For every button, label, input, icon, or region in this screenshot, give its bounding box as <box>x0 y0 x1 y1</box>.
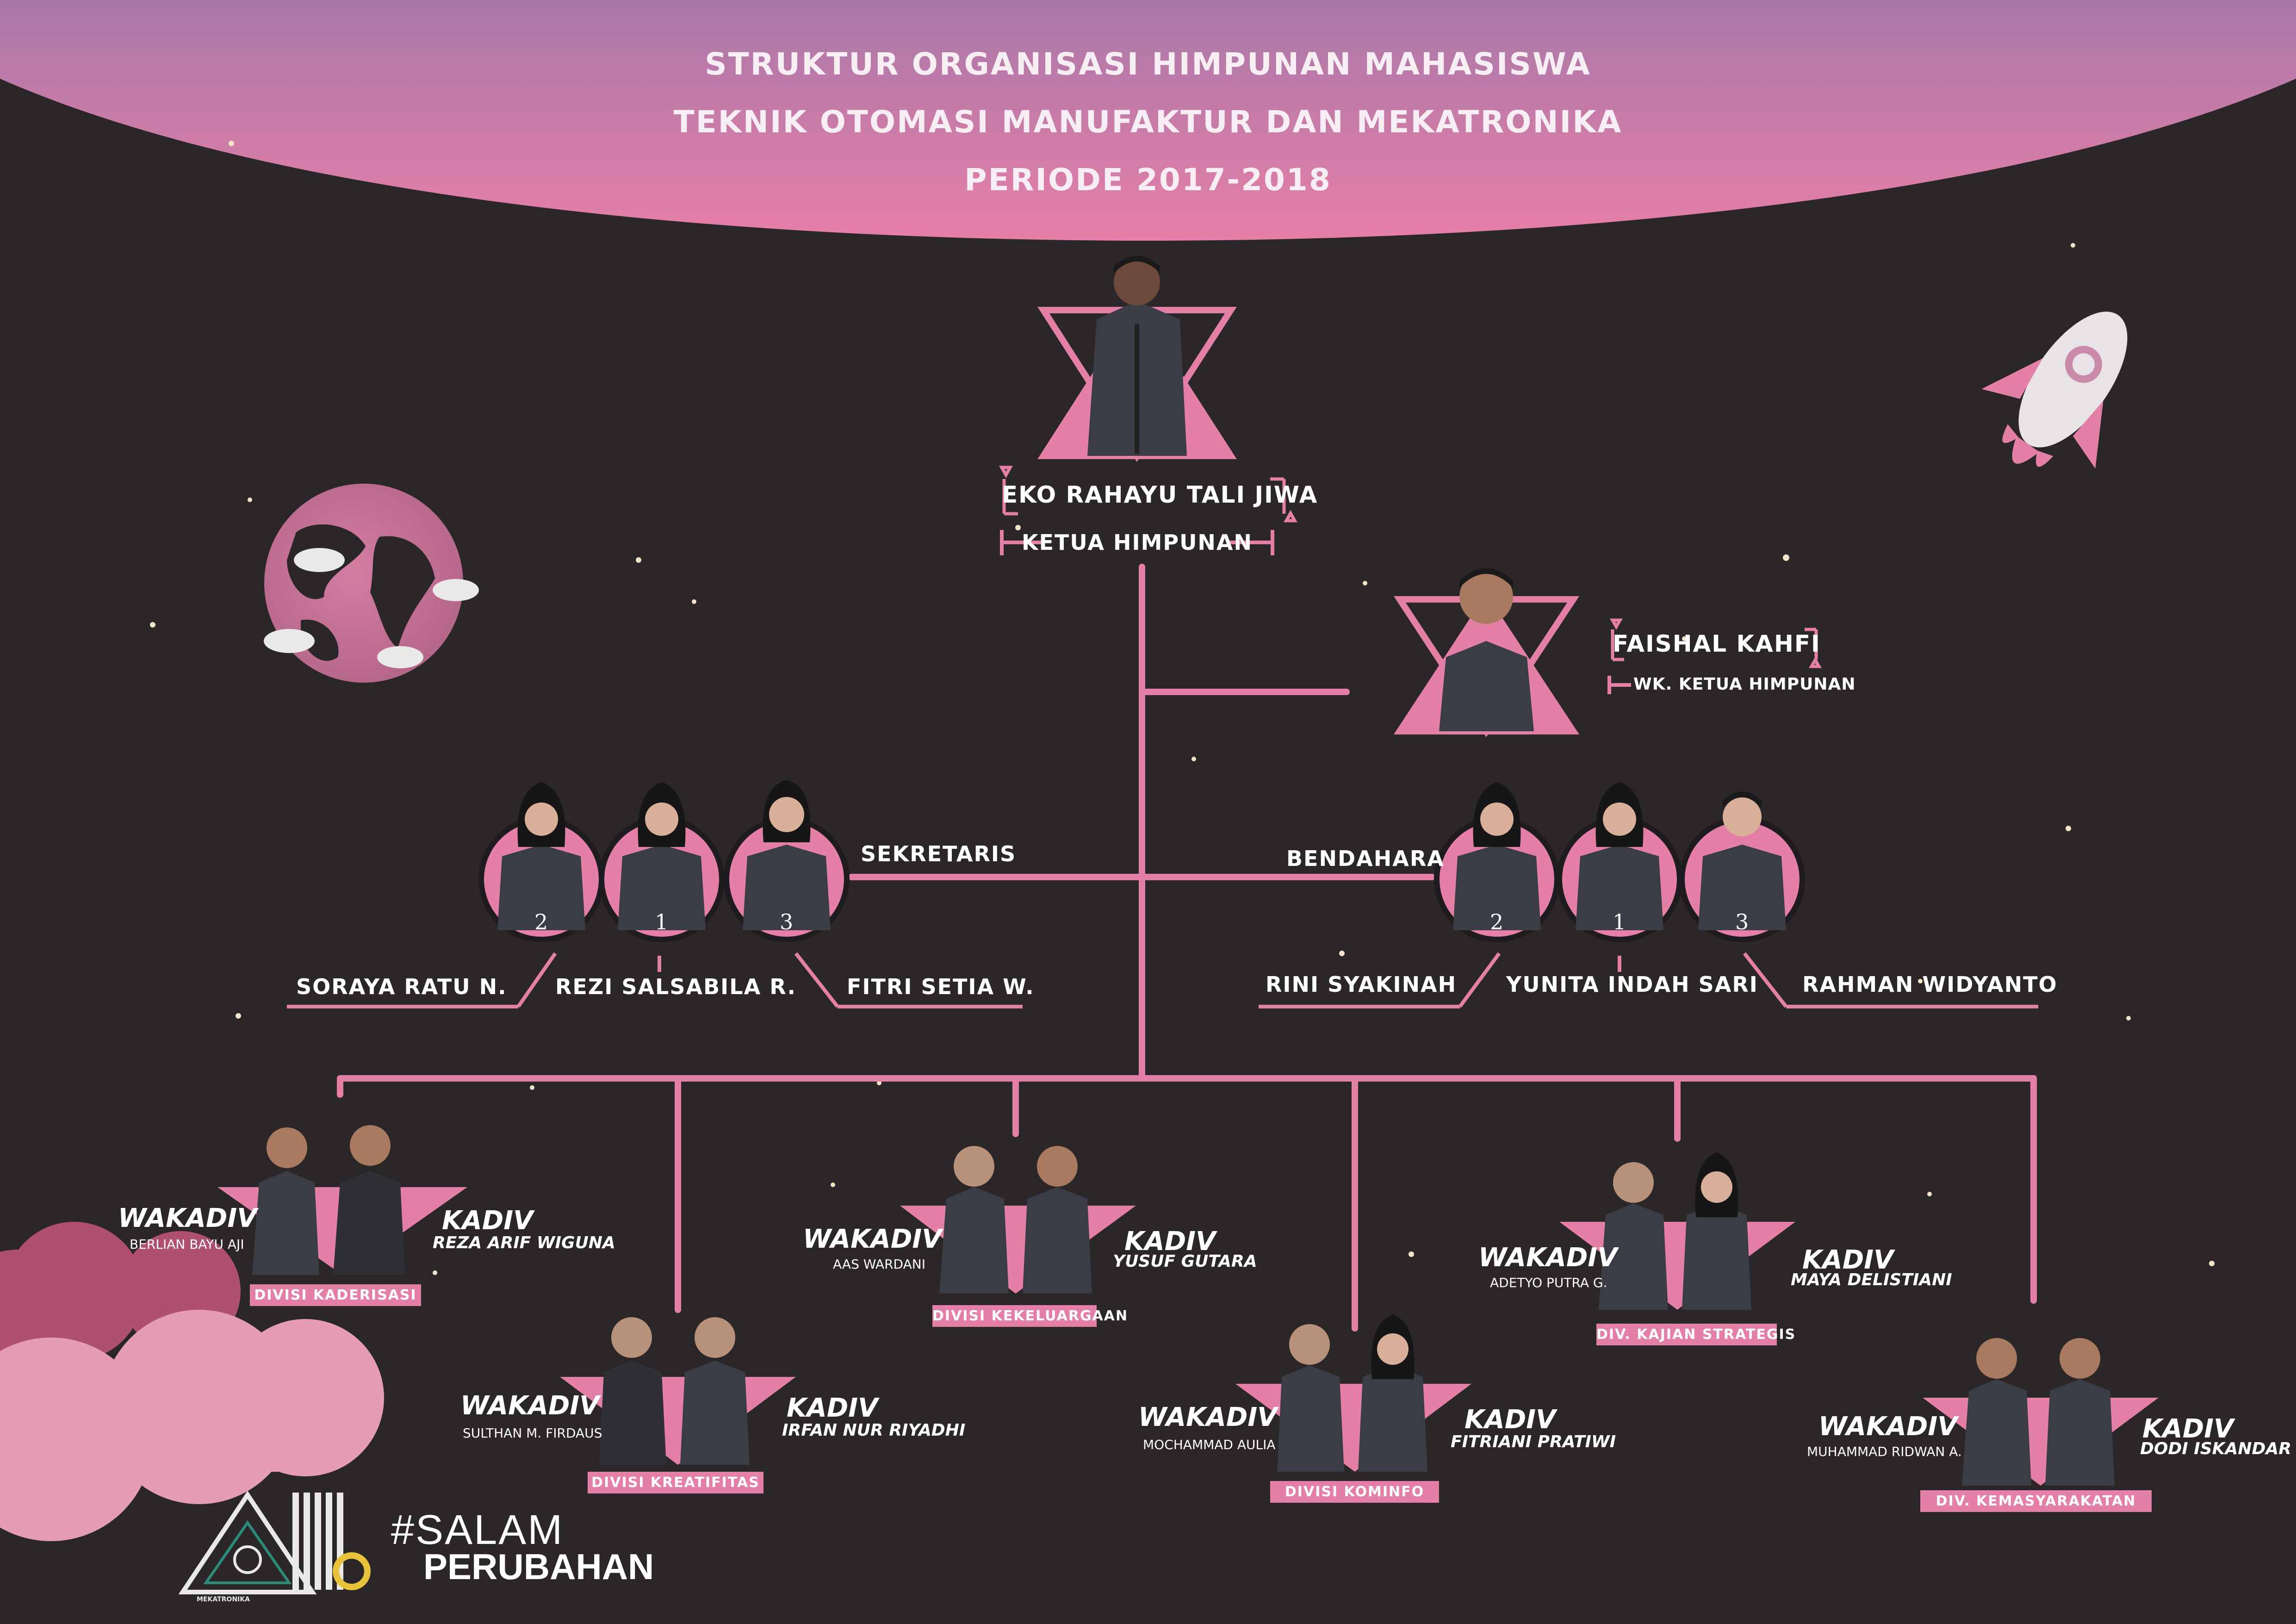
triangle-logo-icon <box>178 1490 317 1594</box>
sekretaris-name-3: FITRI SETIA W. <box>847 974 1035 999</box>
kekeluargaan-wakadiv-name: AAS WARDANI <box>833 1257 925 1272</box>
kominfo-division-label: DIVISI KOMINFO <box>1270 1481 1439 1503</box>
ketua-role: KETUA HIMPUNAN <box>1021 530 1253 555</box>
kekeluargaan-kadiv-role: KADIV <box>1124 1226 1216 1257</box>
kreatifitas-wakadiv-role: WAKADIV <box>460 1391 600 1421</box>
bendahara-name-1: RINI SYAKINAH <box>1266 972 1457 997</box>
kominfo-kadiv-name: FITRIANI PRATIWI <box>1451 1432 1616 1451</box>
header-title-line1: STRUKTUR ORGANISASI HIMPUNAN MAHASISWA <box>705 46 1591 82</box>
kajian-wakadiv-role: WAKADIV <box>1478 1243 1618 1273</box>
sekretaris-name-1: SORAYA RATU N. <box>296 974 507 999</box>
kominfo-wakadiv-role: WAKADIV <box>1138 1402 1278 1432</box>
kreatifitas-division-label: DIVISI KREATIFITAS <box>588 1472 763 1493</box>
kominfo-kadiv-role: KADIV <box>1464 1405 1556 1435</box>
kemasyarakatan-wakadiv-role: WAKADIV <box>1818 1412 1958 1442</box>
kemasyarakatan-division-label: DIV. KEMASYARAKATAN <box>1920 1490 2152 1512</box>
division-photo-frames <box>217 1125 2159 1486</box>
sekretaris-number-1: 2 <box>534 909 548 934</box>
cloud-decoration <box>0 1222 384 1541</box>
kaderisasi-division-label: DIVISI KADERISASI <box>250 1284 421 1306</box>
kaderisasi-wakadiv-name: BERLIAN BAYU AJI <box>130 1237 244 1252</box>
bendahara-number-2: 1 <box>1613 909 1626 934</box>
wakil-photo-frame <box>1394 568 1580 737</box>
ketua-name: EKO RAHAYU TALI JIWA <box>1002 481 1318 508</box>
wakil-role: WK. KETUA HIMPUNAN <box>1633 675 1856 694</box>
tom-logo-icon <box>292 1493 371 1590</box>
kekeluargaan-wakadiv-role: WAKADIV <box>803 1224 942 1254</box>
bendahara-number-3: 3 <box>1735 909 1749 934</box>
kaderisasi-wakadiv-role: WAKADIV <box>118 1203 257 1233</box>
bendahara-number-1: 2 <box>1490 909 1504 934</box>
kreatifitas-kadiv-role: KADIV <box>787 1393 878 1423</box>
name-underlines <box>287 530 2038 1008</box>
kajian-division-label: DIV. KAJIAN STRATEGIS <box>1596 1324 1795 1345</box>
ketua-photo-frame <box>1037 255 1237 462</box>
header-band <box>0 0 2296 241</box>
sekretaris-number-3: 3 <box>780 909 794 934</box>
wakil-name: FAISHAL KAHFI <box>1613 630 1821 657</box>
kemasyarakatan-wakadiv-name: MUHAMMAD RIDWAN A. <box>1807 1444 1962 1459</box>
rocket-icon <box>1981 311 2128 469</box>
kajian-kadiv-name: MAYA DELISTIANI <box>1791 1270 1952 1289</box>
sekretaris-number-2: 1 <box>655 909 669 934</box>
kaderisasi-kadiv-role: KADIV <box>442 1206 534 1236</box>
bendahara-photos <box>1434 782 1805 942</box>
connector-lines <box>337 564 2037 1332</box>
kaderisasi-kadiv-name: REZA ARIF WIGUNA <box>433 1233 615 1252</box>
header-title-line3: PERIODE 2017-2018 <box>964 162 1332 198</box>
bracket-marks <box>999 466 1822 668</box>
sekretaris-name-2: REZI SALSABILA R. <box>555 974 796 999</box>
footer-word: PERUBAHAN <box>423 1546 654 1587</box>
kajian-kadiv-role: KADIV <box>1802 1245 1894 1275</box>
header-title-line2: TEKNIK OTOMASI MANUFAKTUR DAN MEKATRONIK… <box>673 104 1623 140</box>
stars <box>150 141 2215 1275</box>
kreatifitas-kadiv-name: IRFAN NUR RIYADHI <box>782 1421 966 1440</box>
bendahara-name-3: RAHMAN WIDYANTO <box>1802 972 2058 997</box>
sekretaris-title: SEKRETARIS <box>861 841 1017 866</box>
kreatifitas-wakadiv-name: SULTHAN M. FIRDAUS <box>463 1425 602 1441</box>
footer-hashtag: #SALAM <box>391 1507 564 1553</box>
kekeluargaan-division-label: DIVISI KEKELUARGAAN <box>932 1305 1127 1327</box>
kajian-wakadiv-name: ADETYO PUTRA G. <box>1490 1275 1607 1290</box>
kemasyarakatan-kadiv-name: DODI ISKANDAR <box>2140 1439 2291 1458</box>
planet-icon <box>264 484 479 683</box>
kominfo-wakadiv-name: MOCHAMMAD AULIA <box>1143 1437 1276 1452</box>
bendahara-title: BENDAHARA <box>1286 846 1445 871</box>
bendahara-name-2: YUNITA INDAH SARI <box>1506 972 1758 997</box>
kekeluargaan-kadiv-name: YUSUF GUTARA <box>1113 1252 1257 1271</box>
kemasyarakatan-kadiv-role: KADIV <box>2142 1414 2234 1444</box>
sekretaris-photos <box>478 780 850 942</box>
triangle-logo-text: MEKATRONIKA <box>197 1596 250 1603</box>
